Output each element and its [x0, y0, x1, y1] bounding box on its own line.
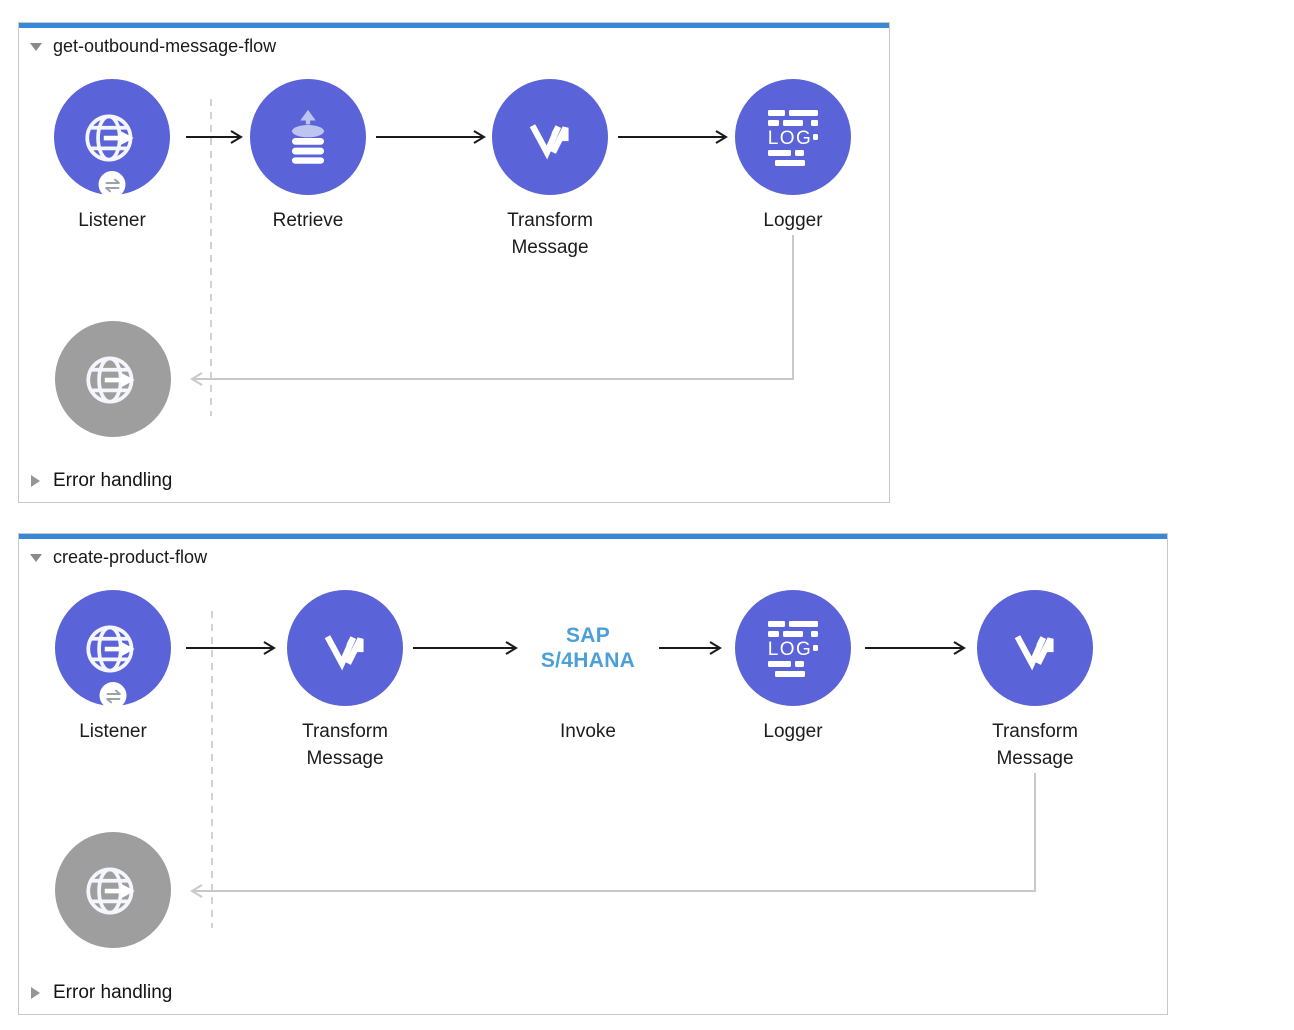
request-response-badge-icon — [99, 682, 127, 709]
collapse-triangle-down-icon[interactable] — [30, 42, 42, 51]
error-handling-label: Error handling — [53, 982, 173, 1003]
logger-icon: LOG — [768, 621, 818, 677]
message-arrow — [186, 641, 276, 655]
node-transform-message[interactable]: Transform Message — [470, 79, 630, 261]
message-arrow — [376, 130, 486, 144]
dataweave-icon — [517, 104, 583, 170]
flow-title-row[interactable]: get-outbound-message-flow — [30, 36, 276, 57]
flow-container-create-product-flow[interactable]: create-product-flow — [18, 533, 1168, 1015]
node-transform-message[interactable]: Transform Message — [265, 590, 425, 772]
dataweave-icon — [1002, 615, 1068, 681]
svg-text:LOG: LOG — [768, 639, 813, 660]
http-listener-icon: .circle.purple .casing{stroke:#5a63d8}.c… — [79, 104, 145, 170]
logger-icon: LOG — [768, 110, 818, 166]
collapse-triangle-down-icon[interactable] — [30, 553, 42, 562]
sap-s4hana-logo: SAP S/4HANA — [508, 590, 668, 706]
flow-title-row[interactable]: create-product-flow — [30, 547, 207, 568]
flow-selected-bar — [19, 23, 889, 28]
flow-container-get-outbound-message-flow[interactable]: get-outbound-message-flow .circle.purple… — [18, 22, 890, 503]
node-http-response-disabled[interactable] — [33, 321, 193, 437]
node-label: Invoke — [560, 721, 616, 742]
message-arrow — [865, 641, 966, 655]
node-listener[interactable]: .circle.purple .casing{stroke:#5a63d8}.c… — [32, 79, 192, 234]
request-response-badge-icon — [98, 171, 126, 198]
node-label: Listener — [78, 210, 146, 231]
node-label: Transform Message — [302, 721, 388, 769]
node-logger[interactable]: LOG Logger — [713, 590, 873, 745]
node-label: Transform Message — [507, 210, 593, 258]
error-handling-label: Error handling — [53, 470, 173, 491]
http-response-icon — [80, 346, 146, 412]
flow-title: create-product-flow — [53, 547, 208, 567]
node-invoke-sap-s4hana[interactable]: SAP S/4HANA Invoke — [508, 590, 668, 745]
node-logger[interactable]: LOG Logger — [713, 79, 873, 234]
response-connector — [190, 773, 1036, 898]
sap-logo-line: S/4HANA — [540, 649, 636, 672]
sap-logo-line: SAP — [565, 624, 611, 647]
flow-selected-bar — [19, 534, 1167, 539]
http-response-icon — [80, 857, 146, 923]
collapse-triangle-right-icon[interactable] — [31, 475, 40, 487]
message-arrow — [413, 641, 518, 655]
node-label: Listener — [79, 721, 147, 742]
node-listener[interactable]: Listener — [33, 590, 193, 745]
retrieve-icon — [275, 104, 341, 170]
dataweave-icon — [312, 615, 378, 681]
collapse-triangle-right-icon[interactable] — [31, 987, 40, 999]
error-handling-section[interactable]: Error handling — [31, 468, 172, 494]
message-arrow — [618, 130, 728, 144]
node-retrieve[interactable]: Retrieve — [228, 79, 388, 234]
node-label: Retrieve — [272, 210, 344, 231]
node-label: Transform Message — [992, 721, 1078, 769]
flow-title: get-outbound-message-flow — [53, 36, 277, 56]
node-http-response-disabled[interactable] — [33, 832, 193, 948]
node-label: Logger — [763, 210, 823, 231]
error-handling-section[interactable]: Error handling — [31, 980, 172, 1006]
message-arrow — [659, 641, 722, 655]
node-transform-message[interactable]: Transform Message — [955, 590, 1115, 772]
http-listener-icon — [80, 615, 146, 681]
svg-text:LOG: LOG — [768, 128, 813, 149]
node-label: Logger — [763, 721, 823, 742]
